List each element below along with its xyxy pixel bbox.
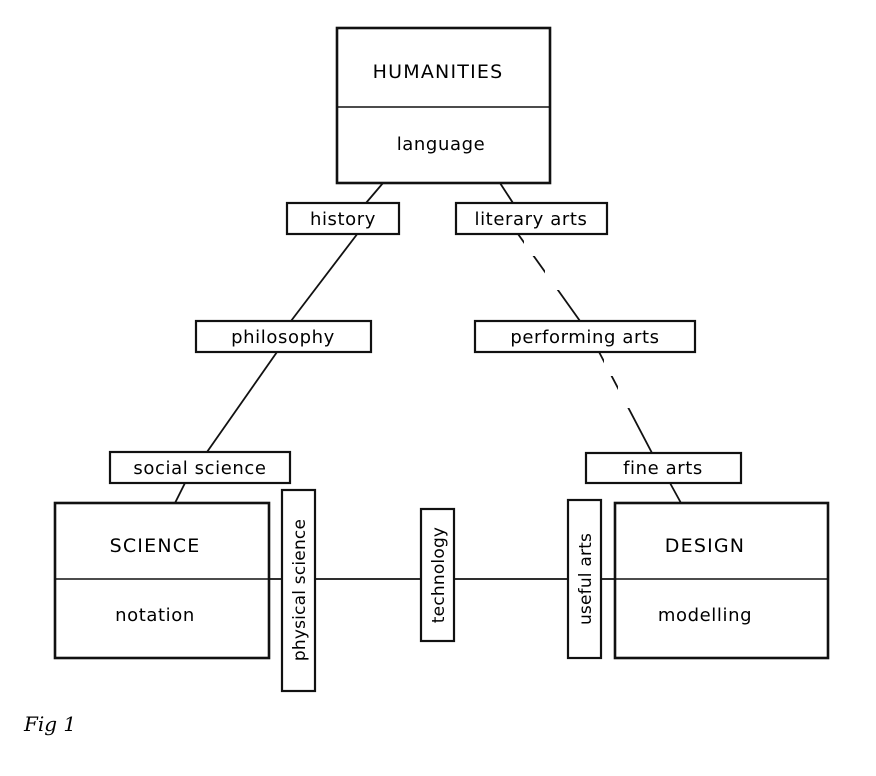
label-physical-science: physical science xyxy=(280,488,317,693)
label-social-science-text: social science xyxy=(133,458,266,479)
figure-caption: Fig 1 xyxy=(23,712,76,736)
design-title: DESIGN xyxy=(665,535,745,557)
label-philosophy-text: philosophy xyxy=(231,327,335,348)
label-social-science: social science xyxy=(108,450,292,485)
connector-history-philosophy xyxy=(290,232,359,322)
design-subtitle: modelling xyxy=(658,605,752,626)
label-literary-arts: literary arts xyxy=(454,201,609,236)
label-performing-arts-text: performing arts xyxy=(510,327,659,348)
design-box: DESIGN modelling xyxy=(613,501,830,660)
science-subtitle: notation xyxy=(115,605,195,626)
label-fine-arts-text: fine arts xyxy=(623,458,703,479)
label-history-text: history xyxy=(310,209,376,230)
label-useful-arts: useful arts xyxy=(566,498,603,660)
humanities-box: HUMANITIES language xyxy=(335,26,552,185)
science-title: SCIENCE xyxy=(110,535,201,557)
label-technology: technology xyxy=(419,507,456,643)
label-technology-text: technology xyxy=(429,527,449,623)
humanities-title: HUMANITIES xyxy=(373,61,504,83)
label-physical-science-text: physical science xyxy=(290,519,310,661)
label-performing-arts: performing arts xyxy=(473,319,697,354)
label-philosophy: philosophy xyxy=(194,319,373,354)
label-literary-arts-text: literary arts xyxy=(474,209,587,230)
connector-humanities-history xyxy=(365,182,384,204)
connector-philosophy-social-science xyxy=(206,351,278,453)
label-fine-arts: fine arts xyxy=(584,451,743,485)
connector-fine-arts-design xyxy=(669,482,682,504)
humanities-subtitle: language xyxy=(397,134,486,155)
connector-humanities-literary-arts xyxy=(499,182,514,204)
label-useful-arts-text: useful arts xyxy=(576,533,596,625)
science-box: SCIENCE notation xyxy=(53,501,271,660)
connector-social-science-science xyxy=(174,482,186,504)
label-history: history xyxy=(285,201,401,236)
